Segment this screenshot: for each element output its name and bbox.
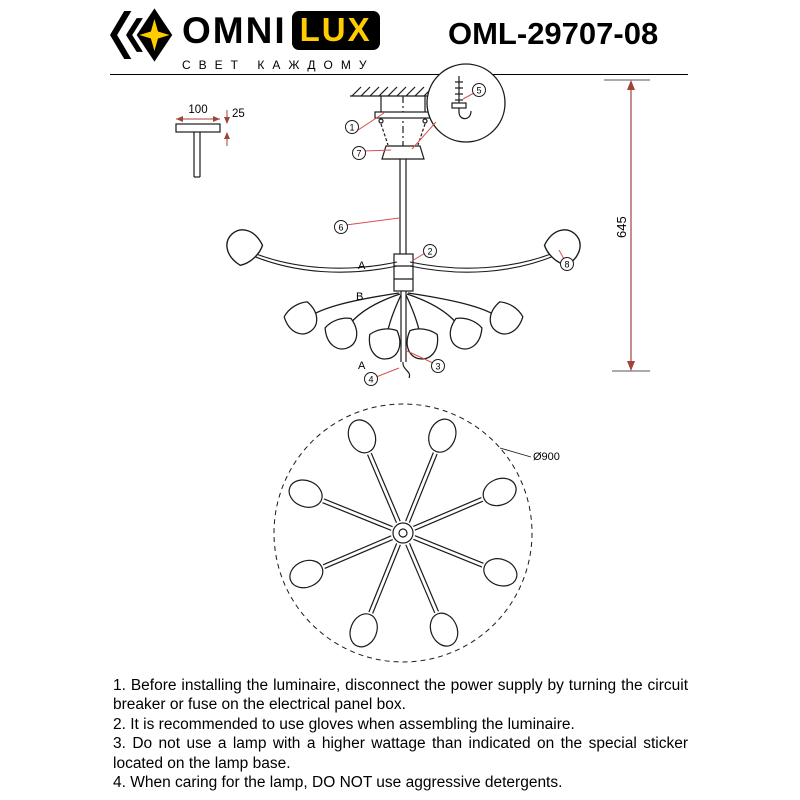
ceiling-canopy [381,145,425,160]
instruction-item-2: 2. It is recommended to use gloves when … [113,715,575,733]
central-hub-inner [398,528,408,538]
omnilux-logo: OMNI LUX СВЕТ КАЖДОМУ [110,6,380,72]
logo-text: OMNI LUX СВЕТ КАЖДОМУ [182,6,380,72]
tier-label-a-top: A [358,260,366,272]
callout-1: 1 [345,120,359,134]
svg-text:5: 5 [476,86,481,96]
callout-8: 8 [560,257,574,271]
installation-instructions: 1. Before installing the luminaire, disc… [113,676,688,792]
brand-lux-box: LUX [291,10,380,50]
instruction-item-4: 4. When caring for the lamp, DO NOT use … [113,774,563,792]
svg-text:7: 7 [356,149,361,159]
chandelier-arm [413,535,518,587]
instruction-item-1: 1. Before installing the luminaire, disc… [113,677,688,714]
detail-bubble [426,63,506,143]
dim-25-label: 25 [232,108,245,120]
dim-100-label: 100 [188,104,207,116]
lamp-shade-lower [445,314,485,354]
callout-4: 4 [364,372,378,386]
diameter-dashed-circle [273,403,533,663]
dim-diameter-label: Ø900 [533,451,560,463]
central-coupler [393,253,414,292]
mount-plate-detail: 100 25 [175,104,245,178]
brand-tagline: СВЕТ КАЖДОМУ [182,58,375,72]
lamp-shade-upper-left [219,222,267,270]
lamp-shade-lower [367,326,403,362]
header: OMNI LUX СВЕТ КАЖДОМУ OML-29707-08 [0,0,800,76]
svg-text:2: 2 [427,247,432,257]
instruction-item-3: 3. Do not use a lamp with a higher watta… [113,735,688,772]
chandelier-arm [347,419,401,523]
header-divider [110,74,688,75]
chandelier-arm [349,543,401,648]
top-view: Ø900 [273,403,560,663]
hanging-rod [399,159,407,254]
lamp-shade-lower [280,297,324,341]
brand-lux: LUX [299,10,372,48]
svg-text:3: 3 [435,362,440,372]
chandelier-arm [288,479,393,531]
brand-wordmark: OMNI LUX [182,6,380,54]
callout-3: 3 [431,359,445,373]
logo-diamond-star-icon [110,8,173,62]
dimension-overall-height: 645 [604,79,650,372]
lamp-shade-lower [404,326,440,362]
chandelier-arm [289,535,393,589]
callout-7: 7 [352,146,366,160]
chandelier-arm [405,543,459,647]
lamp-shade-lower [483,297,527,341]
dim-645-label: 645 [614,216,629,238]
lamp-shade-lower [322,314,362,354]
ceiling-hatch [350,86,433,97]
tier-label-a-bottom: A [358,360,366,372]
callout-5: 5 [472,83,486,97]
svg-text:6: 6 [338,223,343,233]
model-number: OML-29707-08 [448,16,659,51]
lower-stem [400,291,411,379]
diameter-leader [499,447,532,458]
chandelier-arm [405,418,457,523]
svg-text:1: 1 [349,123,354,133]
svg-text:4: 4 [368,375,373,385]
upper-arms [250,251,557,273]
svg-text:8: 8 [564,260,569,270]
callout-2: 2 [423,244,437,258]
brand-omni: OMNI [182,9,287,51]
callout-leader-lines [345,92,565,378]
callout-6: 6 [334,220,348,234]
tier-label-b: B [356,291,363,303]
chandelier-arm [413,477,517,531]
